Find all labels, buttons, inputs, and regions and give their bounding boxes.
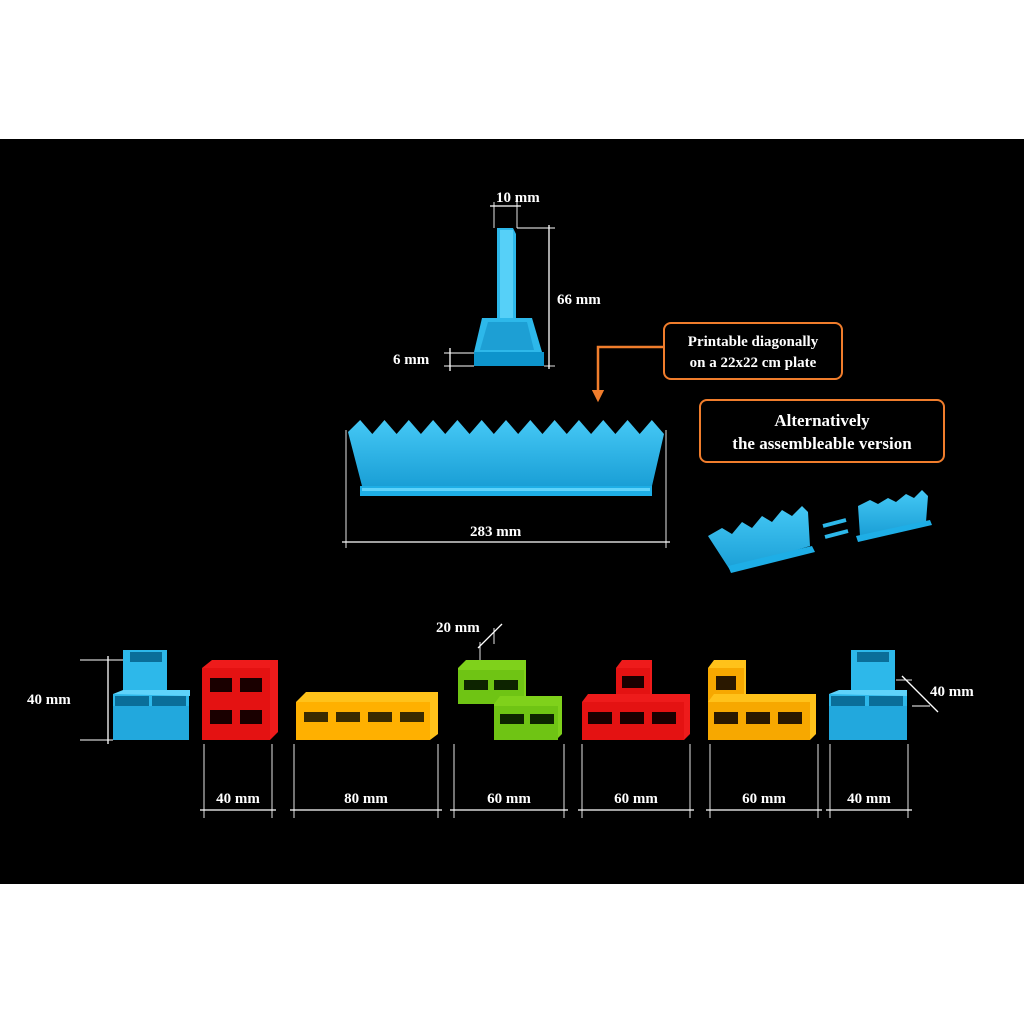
callout-assembleable: Alternatively the assembleable version [699,399,945,463]
piece-width-dimension-5: 60 mm [706,744,822,818]
piece-orange-l [708,660,816,740]
stand-width-dimension [490,202,521,228]
piece-width-label-6: 40 mm [847,791,891,807]
piece-side-dimension [896,675,939,713]
callout-arrow [591,345,664,403]
piece-width-label-3: 60 mm [487,791,531,807]
board-length-label: 283 mm [470,524,522,540]
assembleable-board-right [856,490,932,542]
piece-width-label-5: 60 mm [742,791,786,807]
callout-printable-line2: on a 22x22 cm plate [689,355,817,371]
piece-depth-label: 20 mm [436,620,480,636]
callout-assembleable-line2: the assembleable version [732,434,912,453]
stand-height-dimension [517,225,555,369]
piece-width-dimension-1: 40 mm [200,744,276,818]
piece-width-dimensions: 40 mm 80 mm 60 mm 60 mm 60 mm 40 mm [200,744,912,818]
piece-width-label-4: 60 mm [614,791,658,807]
piece-yellow-i [296,692,438,740]
callout-printable: Printable diagonally on a 22x22 cm plate [663,322,843,380]
stand-base-dimension [444,348,474,371]
piece-blue-l-left [113,650,190,740]
piece-width-label-2: 80 mm [344,791,388,807]
stand-width-label: 10 mm [496,190,540,206]
assembleable-board-left [708,506,815,573]
piece-width-dimension-6: 40 mm [826,744,912,818]
stand-base-label: 6 mm [393,352,430,368]
stand-profile [474,228,544,366]
piece-green-s [458,660,562,740]
stand-height-label: 66 mm [557,292,601,308]
piece-blue-l-right [829,650,907,740]
callout-assembleable-line1: Alternatively [774,411,870,430]
piece-height-dimension [80,656,123,744]
piece-height-label: 40 mm [27,692,71,708]
piece-width-label-1: 40 mm [216,791,260,807]
piece-side-label: 40 mm [930,684,974,700]
callout-printable-line1: Printable diagonally [687,334,819,350]
board-length-dimension [342,430,670,548]
piece-width-dimension-3: 60 mm [450,744,568,818]
piece-red-o [202,660,278,740]
piece-depth-dimension [477,623,503,660]
piece-width-dimension-4: 60 mm [578,744,694,818]
piece-width-dimension-2: 80 mm [290,744,442,818]
board-front-view [348,420,664,496]
piece-red-t [582,660,690,740]
assembly-equals-sign [822,518,849,539]
